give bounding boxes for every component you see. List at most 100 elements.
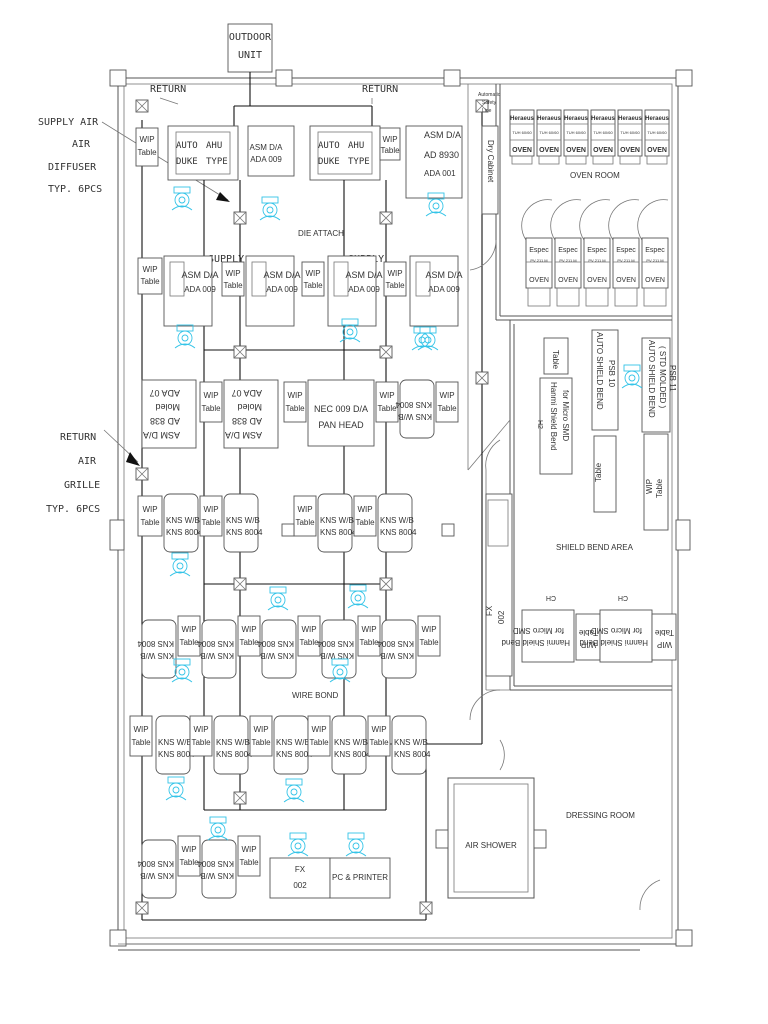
svg-text:KNS W/B: KNS W/B: [166, 516, 200, 525]
svg-text:KNS W/B: KNS W/B: [380, 516, 414, 525]
svg-text:DUKE: DUKE: [318, 157, 340, 167]
kns-wire-bonder: KNS W/B KNS 8004: [331, 715, 371, 775]
svg-text:ASM D/A: ASM D/A: [424, 130, 461, 140]
svg-text:Hanmi Shield Bend: Hanmi Shield Bend: [549, 382, 558, 450]
svg-text:Table: Table: [179, 638, 199, 647]
wip-table: WIP Table: [137, 257, 163, 295]
svg-text:WIP: WIP: [357, 505, 372, 514]
kns-wire-bonder: KNS W/B KNS 8004: [223, 493, 263, 553]
kns-wire-bonder: KNS W/B KNS 8004: [155, 715, 195, 775]
svg-text:ASM D/A: ASM D/A: [263, 270, 300, 280]
svg-text:TYP. 6PCS: TYP. 6PCS: [48, 184, 102, 195]
svg-text:Table: Table: [201, 518, 221, 527]
svg-text:KNS 8004: KNS 8004: [395, 400, 432, 409]
svg-text:WIP: WIP: [287, 391, 302, 400]
svg-text:Table: Table: [285, 404, 305, 413]
svg-text:WIP: WIP: [301, 625, 316, 634]
svg-text:ADA 07: ADA 07: [149, 388, 180, 398]
svg-text:Safety: Safety: [482, 100, 497, 106]
svg-text:UNIT: UNIT: [238, 50, 262, 61]
outdoor-unit: OUTDOOR UNIT: [227, 23, 373, 128]
svg-text:WIP: WIP: [241, 625, 256, 634]
wip-table: WIP Table: [221, 261, 245, 297]
automatic-safety-line: Automatic Safety Line: [478, 92, 501, 114]
ch-label: CH: [546, 594, 556, 601]
svg-text:WIP: WIP: [305, 269, 320, 278]
pc-printer: PC & PRINTER: [329, 857, 391, 899]
svg-text:Table: Table: [303, 281, 323, 290]
wire-bond-row-5: KNS W/B KNS 8004 WIP Table KNS W/B KNS 800…: [137, 615, 441, 679]
kns-wire-bonder: KNS W/B KNS 8004: [163, 493, 203, 553]
svg-text:WIP: WIP: [371, 725, 386, 734]
svg-text:TUH 60/60: TUH 60/60: [566, 130, 586, 135]
svg-text:AHU: AHU: [348, 141, 364, 151]
svg-text:Table: Table: [578, 628, 598, 637]
svg-text:KNS W/B: KNS W/B: [200, 871, 234, 880]
building-walls: [109, 69, 693, 951]
oven-room: OVEN ROOM: [570, 171, 620, 180]
svg-text:KNS W/B: KNS W/B: [226, 516, 260, 525]
operator-symbol: [411, 326, 433, 351]
wire-bond-row-6: WIP Table KNS W/B KNS 8004 WIP Table KNS…: [129, 715, 431, 775]
svg-text:Table: Table: [251, 738, 271, 747]
svg-text:Espec: Espec: [616, 247, 636, 254]
wip-table: WIP Table: [237, 615, 261, 657]
svg-text:Table: Table: [359, 638, 379, 647]
wip-table: WIP Table: [293, 495, 317, 537]
svg-text:Espec: Espec: [529, 247, 549, 254]
kns-wire-bonder: KNS W/B KNS 8004: [273, 715, 313, 775]
operator-symbol: [425, 192, 447, 217]
svg-text:KNS 8004: KNS 8004: [197, 639, 234, 648]
wip-table: WIP Table: [199, 495, 223, 537]
svg-text:DUKE: DUKE: [176, 157, 198, 167]
svg-text:Hanmi Shield Bend: Hanmi Shield Bend: [502, 638, 570, 647]
operator-symbol: [345, 832, 367, 857]
svg-text:002: 002: [497, 610, 506, 624]
svg-text:OVEN: OVEN: [593, 147, 613, 154]
svg-text:TUH 60/60: TUH 60/60: [620, 130, 640, 135]
svg-text:Table: Table: [419, 638, 439, 647]
operator-symbol: [174, 324, 196, 349]
svg-text:AD 838: AD 838: [232, 416, 262, 426]
svg-text:Moled: Moled: [155, 402, 180, 412]
svg-text:WIP: WIP: [133, 725, 148, 734]
svg-text:PV 211 M: PV 211 M: [559, 258, 576, 263]
kns-wire-bonder: KNS W/B KNS 8004: [197, 619, 237, 679]
svg-text:AUTO: AUTO: [176, 141, 198, 151]
svg-text:KNS 8004: KNS 8004: [394, 750, 431, 759]
svg-text:WIP: WIP: [657, 640, 672, 649]
svg-text:KNS W/B: KNS W/B: [200, 651, 234, 660]
svg-text:Moled: Moled: [237, 402, 262, 412]
table: Table: [593, 435, 617, 513]
svg-text:Espec: Espec: [558, 247, 578, 254]
svg-text:RETURN: RETURN: [60, 432, 96, 443]
svg-text:KNS 8004: KNS 8004: [334, 750, 371, 759]
asm-die-attach: ASM D/A ADA 009: [245, 255, 301, 327]
svg-text:Table: Table: [140, 277, 160, 286]
wip-table: WIP Table: [237, 835, 261, 877]
operator-symbol: [339, 318, 361, 343]
svg-text:PV 211 M: PV 211 M: [646, 258, 663, 263]
svg-text:FX: FX: [295, 865, 306, 874]
svg-text:KNS 8004: KNS 8004: [137, 859, 174, 868]
svg-text:Automatic: Automatic: [478, 92, 501, 98]
wip-table: WIP Table: [357, 615, 381, 657]
svg-text:WIP: WIP: [361, 625, 376, 634]
svg-text:TYPE: TYPE: [348, 157, 370, 167]
svg-text:Hanmi Shield Bend: Hanmi Shield Bend: [580, 638, 648, 647]
wip-table: WIP Table: [189, 715, 213, 757]
svg-text:AUTO: AUTO: [318, 141, 340, 151]
operator-symbol: [165, 776, 187, 801]
supply-diffuser-callout: SUPPLY AIR AIR DIFFUSER TYP. 6PCS: [38, 117, 230, 202]
svg-text:WIP: WIP: [379, 391, 394, 400]
hanmi-shield-bend: Hanmi Shield Bend for Micro SMD: [502, 609, 575, 663]
svg-text:DIFFUSER: DIFFUSER: [48, 162, 97, 173]
svg-text:KNS W/B: KNS W/B: [276, 738, 310, 747]
svg-text:WIP: WIP: [181, 845, 196, 854]
operator-symbol: [259, 196, 281, 221]
